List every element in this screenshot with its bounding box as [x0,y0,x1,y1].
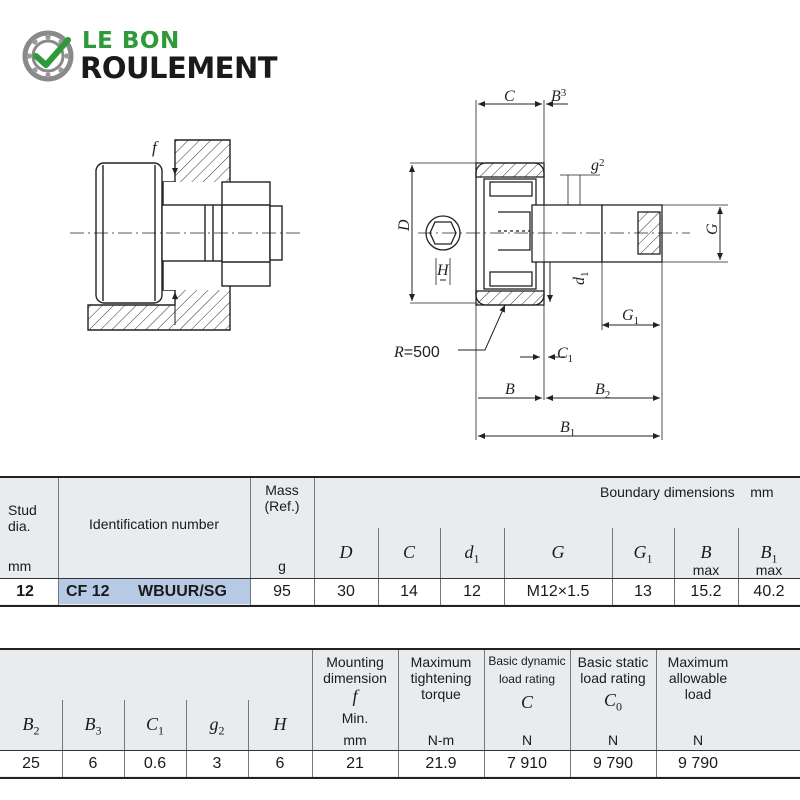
header-static-2: load rating [580,670,646,686]
dimensions-table-1: Stud dia. mm Identification number Mass … [0,476,800,607]
dim-B-label: B [505,381,515,398]
header-mass-unit: g [278,558,286,574]
dim-d1-label: d1 [571,272,591,286]
dim-C-label: C [504,88,515,105]
header-static-1: Basic static [577,654,649,670]
brand-line-1: LE BON [82,28,180,54]
header-mass-ref: (Ref.) [264,498,300,514]
brand-logo: LE BON ROULEMENT [22,26,302,86]
cell-C: 14 [400,583,418,600]
dimensions-table-2: B2 B3 C1 g2 H Mounting dimension f Min. … [0,648,800,779]
header-G: G [551,542,565,562]
header-min: Min. [341,710,369,726]
mounted-view [70,139,300,331]
dim-G1-label: G1 [622,307,639,327]
header-torque-2: tightening [410,670,472,686]
cell-B1: 40.2 [753,583,785,600]
header-max-2: allowable [668,670,728,686]
cell-H: 6 [275,755,285,772]
header-d1: d1 [464,542,480,566]
header-B-max: max [692,562,720,578]
header-f: f [352,686,358,706]
header-dynamic-C: C [520,692,533,712]
header-boundary: Boundary dimensions mm [600,484,774,500]
cell-static: 9 790 [592,755,634,772]
cell-mass: 95 [273,583,291,600]
dim-B2-label: B2 [595,381,610,401]
header-dynamic-2: load rating [498,672,556,686]
dimension-view [409,100,728,440]
dim-H-label: H [436,262,450,279]
header-C1: C1 [145,714,164,738]
header-torque-3: torque [421,686,461,702]
dim-C1-label: C1 [557,345,573,365]
table-row: 12 CF 12 WBUUR/SG 95 30 14 12 M12×1.5 13… [0,578,800,604]
header-B1-max: max [755,562,783,578]
header-dynamic-1: Basic dynamic [488,654,566,668]
header-B1: B1 [760,542,778,566]
cell-B2: 25 [22,755,40,772]
brand-line-2: ROULEMENT [80,51,278,85]
header-static-unit: N [607,732,619,748]
header-stud: Stud [8,502,37,518]
technical-drawing: f [70,87,728,440]
header-dynamic-unit: N [521,732,533,748]
header-torque-1: Maximum [410,654,472,670]
bearing-check-icon [22,30,74,82]
header-H: H [273,714,287,734]
cell-D: 30 [337,583,355,600]
cell-C1: 0.6 [143,755,167,772]
cell-stud: 12 [16,583,34,600]
cell-B: 15.2 [690,583,722,600]
header-mounting: Mounting [326,654,384,670]
header-max-1: Maximum [667,654,729,670]
header-D: D [339,542,353,562]
header-mass: Mass [265,482,299,498]
header-max-3: load [684,686,712,702]
dim-g2-label: g2 [591,157,605,174]
header-dia: dia. [8,518,31,534]
header-identification: Identification number [89,516,219,532]
header-dimension: dimension [323,670,387,686]
cell-f: 21 [346,755,364,772]
cell-id-a: CF 12 [66,583,110,600]
header-torque-unit: N-m [427,732,455,748]
cell-G1: 13 [634,583,652,600]
dim-D-label: D [396,219,413,232]
header-B: B [700,542,712,562]
dim-B1-label: B1 [560,419,575,439]
dim-B3-label: B3 [551,87,567,105]
dim-G-label: G [704,223,721,235]
header-stud-unit: mm [8,558,32,574]
header-max-unit: N [692,732,704,748]
cell-max-load: 9 790 [677,755,719,772]
cell-dynamic: 7 910 [506,755,548,772]
cell-B3: 6 [88,755,98,772]
dim-f-label: f [152,138,159,157]
cell-g2: 3 [212,755,222,772]
header-B2: B2 [22,714,40,738]
cell-id-b: WBUUR/SG [138,583,227,600]
header-mount-unit: mm [343,732,367,748]
cell-d1: 12 [463,583,481,600]
header-static-C0: C0 [603,690,622,714]
header-C: C [402,542,415,562]
header-g2: g2 [209,714,225,738]
header-G1: G1 [633,542,653,566]
dim-R-label: R=500 [393,344,440,361]
header-B3: B3 [84,714,102,738]
cell-G: M12×1.5 [526,583,590,600]
cell-torque: 21.9 [425,755,457,772]
table-row: 25 6 0.6 3 6 21 21.9 7 910 9 790 9 790 [0,750,800,776]
